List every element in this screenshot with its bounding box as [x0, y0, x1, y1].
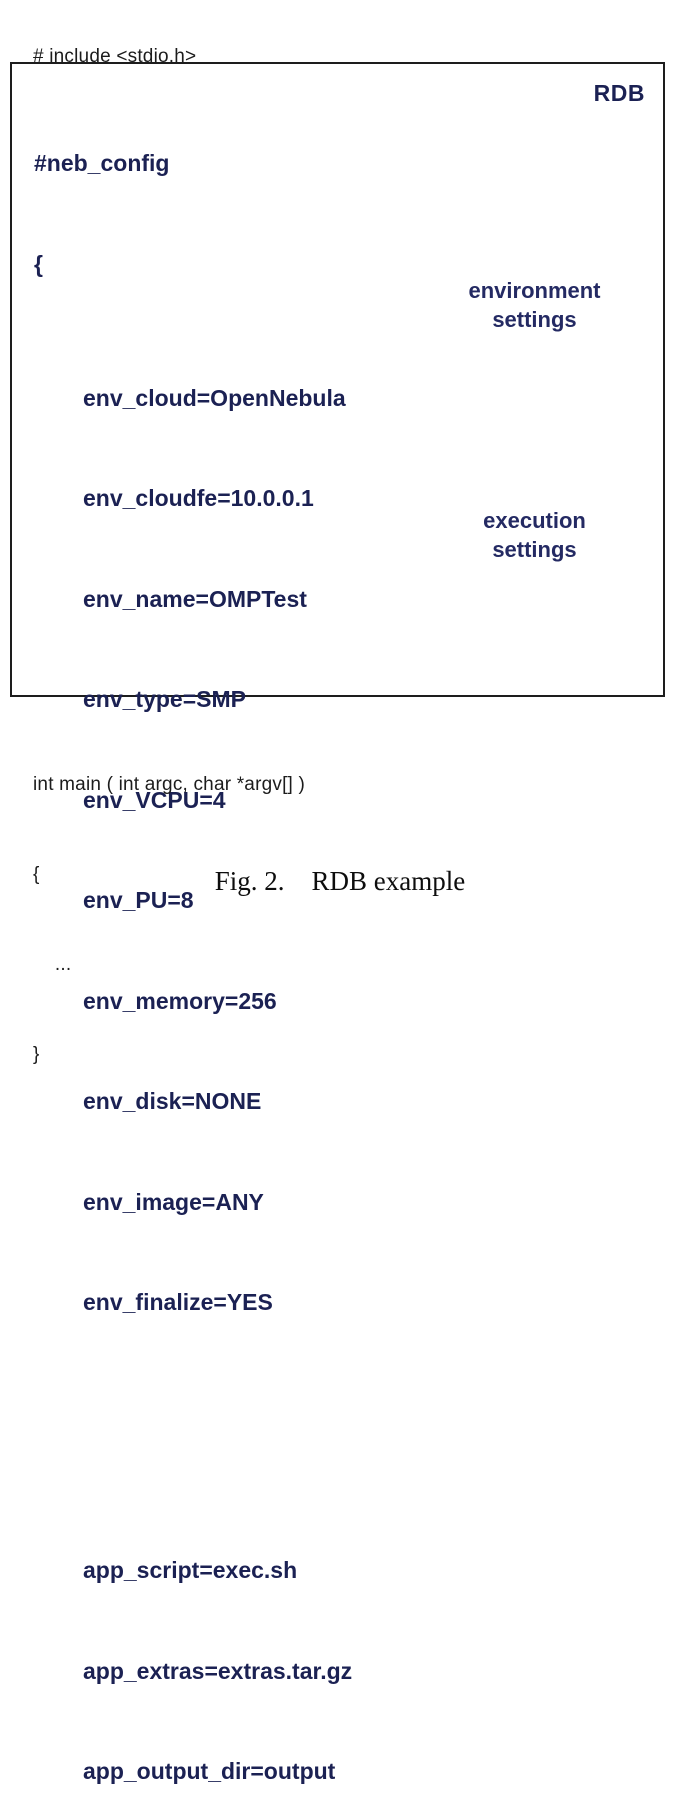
config-header: #neb_config [34, 150, 170, 176]
config-env-line: env_image=ANY [83, 1188, 264, 1215]
rdb-config-box: RDB #neb_config { env_cloud=OpenNebula e… [10, 62, 665, 1784]
source-main-block: int main ( int argc, char *argv[] ) { ..… [0, 710, 680, 1100]
config-app-line: app_script=exec.sh [83, 1557, 298, 1583]
config-app-line: app_output_dir=output [83, 1758, 336, 1784]
config-env-line: env_name=OMPTest [83, 585, 307, 612]
config-env-line: env_finalize=YES [83, 1289, 273, 1315]
config-open-brace: { [34, 250, 43, 277]
source-line: ... [33, 954, 72, 975]
config-app-line: app_extras=extras.tar.gz [83, 1657, 353, 1684]
rdb-box-label: RDB [593, 80, 645, 106]
source-line: { [33, 864, 40, 885]
figure-caption: Fig. 2. RDB example [214, 866, 466, 896]
config-env-line: env_type=SMP [83, 686, 246, 712]
config-env-line: env_cloud=OpenNebula [83, 384, 346, 411]
rdb-box-inner: RDB #neb_config { env_cloud=OpenNebula e… [12, 64, 663, 1784]
config-env-line: env_VCPU=4 [83, 786, 226, 813]
annotation-execution-settings: execution settings [483, 508, 586, 562]
config-blank-line [34, 1420, 352, 1454]
source-line: } [33, 1044, 40, 1065]
config-env-line: env_cloudfe=10.0.0.1 [83, 485, 314, 511]
annotation-environment-settings: environment settings [468, 278, 601, 332]
source-line: int main ( int argc, char *argv[] ) [33, 774, 306, 795]
source-line: # include <stdio.h> [33, 46, 197, 67]
